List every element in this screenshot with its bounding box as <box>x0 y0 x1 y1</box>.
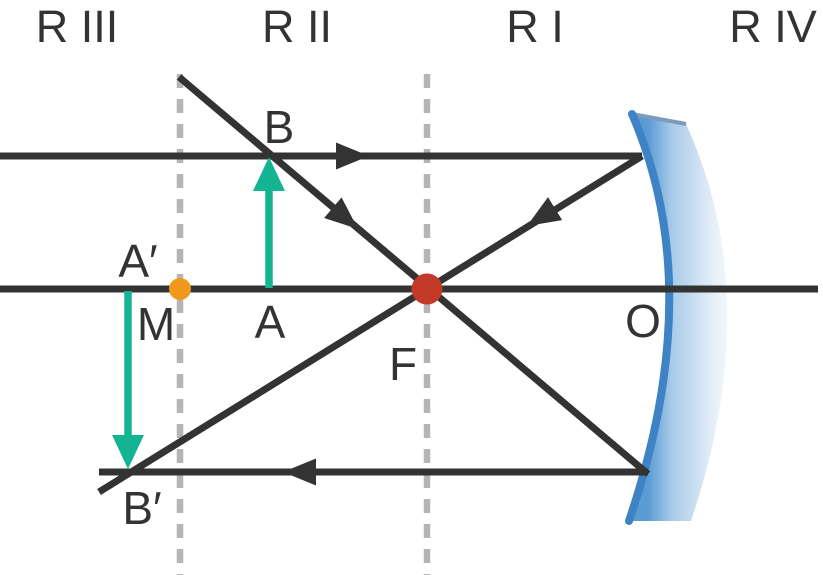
label-object-top-b: B <box>264 101 295 153</box>
image-arrow-head <box>112 435 144 469</box>
label-object-base-a: A <box>255 296 286 348</box>
label-pole-o: O <box>625 295 661 347</box>
concave-mirror-body <box>629 114 728 521</box>
arrowhead-reflected-focal-ray <box>527 197 563 226</box>
region-label-r3: R III <box>36 1 119 52</box>
object-arrow-head <box>253 157 285 191</box>
label-center-m: M <box>137 298 175 350</box>
arrowhead-reflected-parallel-ray <box>283 458 316 486</box>
region-label-r4: R IV <box>729 1 817 52</box>
m-point-dot <box>169 278 191 300</box>
region-label-r2: R II <box>262 1 332 52</box>
label-focus-f: F <box>389 338 417 390</box>
arrowhead-top-parallel-ray <box>336 142 369 170</box>
label-image-top-b-prime: B′ <box>122 482 161 534</box>
incident-focal-ray <box>176 74 651 477</box>
label-image-base-a-prime: A′ <box>118 235 157 287</box>
mirror-top-bevel <box>631 112 687 126</box>
mirror-reflective-edge <box>625 110 674 525</box>
arrowhead-incident-focal-ray <box>324 197 358 229</box>
region-label-r1: R I <box>506 1 564 52</box>
focus-dot <box>411 273 443 305</box>
